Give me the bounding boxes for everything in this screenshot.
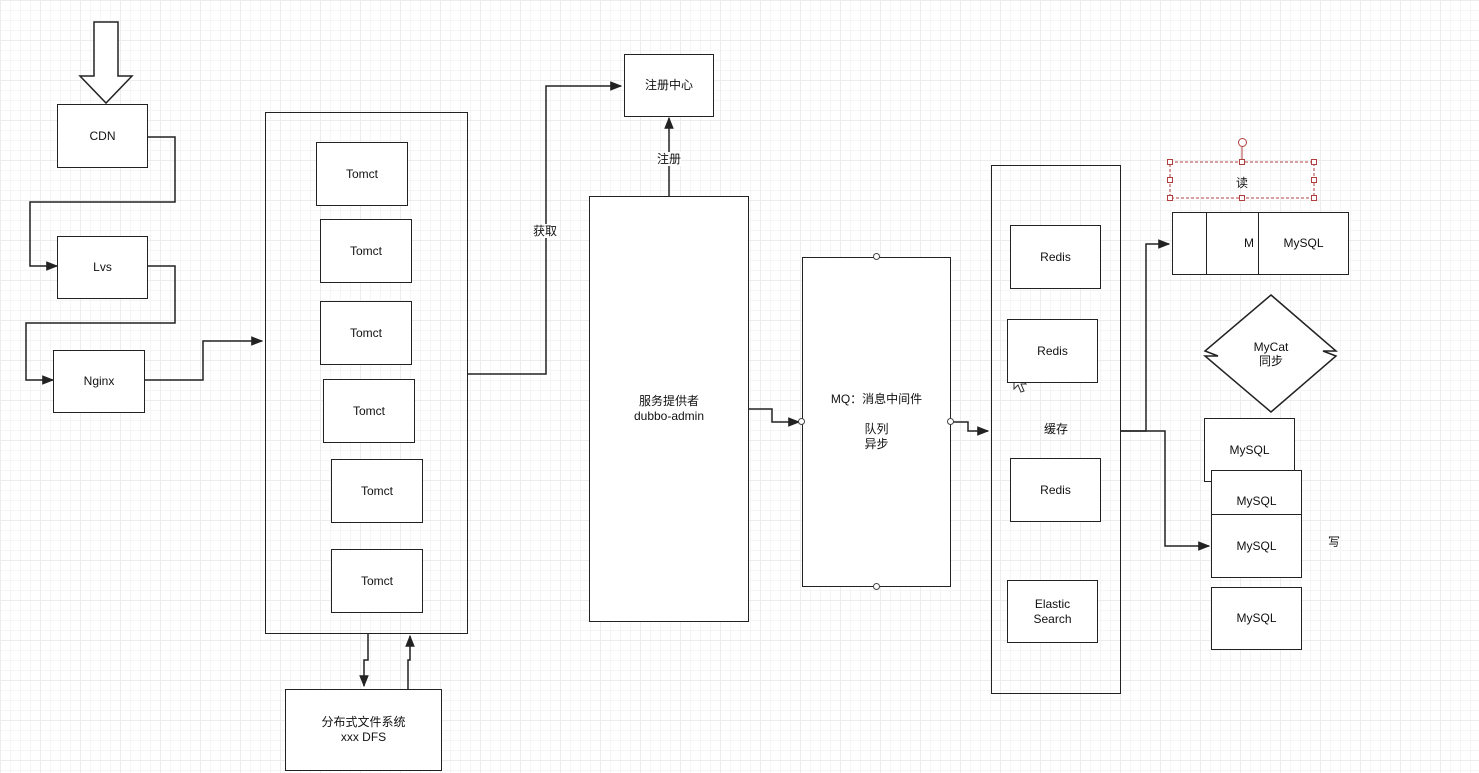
lvs-node[interactable]: Lvs xyxy=(57,236,148,299)
tomcat-node-1[interactable]: Tomct xyxy=(316,142,408,206)
provider-node[interactable]: 服务提供者 dubbo-admin xyxy=(589,196,749,622)
tomcat-node-3[interactable]: Tomct xyxy=(320,301,412,365)
resize-handle-nw[interactable] xyxy=(1167,159,1173,165)
mq-connection-point-left xyxy=(798,418,805,425)
read-label[interactable]: 读 xyxy=(1236,176,1249,190)
cdn-node[interactable]: CDN xyxy=(57,104,148,168)
resize-handle-sw[interactable] xyxy=(1167,195,1173,201)
mysql-top-node[interactable]: MySQL xyxy=(1258,212,1349,275)
edge-label-fetch: 获取 xyxy=(533,224,558,238)
tomcat-node-2[interactable]: Tomct xyxy=(320,219,412,283)
edge-cache-read xyxy=(1121,239,1171,432)
resize-handle-w[interactable] xyxy=(1167,177,1173,183)
edge-cache-write xyxy=(1121,430,1211,551)
mysql-node-3[interactable]: MySQL xyxy=(1211,514,1302,578)
elasticsearch-node[interactable]: Elastic Search xyxy=(1007,580,1098,643)
tomcat-cluster-container[interactable] xyxy=(265,112,468,634)
cache-container[interactable]: 缓存 xyxy=(991,165,1121,694)
nginx-node[interactable]: Nginx xyxy=(53,350,145,413)
dfs-node[interactable]: 分布式文件系统 xxx DFS xyxy=(285,689,442,771)
mysql-node-4[interactable]: MySQL xyxy=(1211,587,1302,650)
mysql-master-2[interactable]: M xyxy=(1206,212,1263,275)
mq-node[interactable]: MQ：消息中间件 队列 异步 xyxy=(802,257,951,587)
mq-connection-point-top xyxy=(873,253,880,260)
edge-provider-mq xyxy=(749,408,801,427)
tomcat-node-5[interactable]: Tomct xyxy=(331,459,423,523)
tomcat-node-6[interactable]: Tomct xyxy=(331,549,423,613)
edge-cluster-dfs xyxy=(359,633,369,688)
mycat-label: MyCat 同步 xyxy=(1253,340,1289,368)
edge-nginx-cluster xyxy=(145,336,264,381)
redis-node-1[interactable]: Redis xyxy=(1010,225,1101,289)
edge-dfs-cluster xyxy=(405,634,415,689)
tomcat-node-4[interactable]: Tomct xyxy=(323,379,415,443)
redis-node-3[interactable]: Redis xyxy=(1010,458,1101,522)
rotate-handle[interactable] xyxy=(1238,138,1247,147)
edge-mq-cache xyxy=(951,421,990,436)
input-arrow xyxy=(78,21,134,105)
write-label: 写 xyxy=(1328,535,1341,549)
registry-node[interactable]: 注册中心 xyxy=(624,54,714,117)
mq-connection-point-bottom xyxy=(873,583,880,590)
mq-connection-point-right xyxy=(947,418,954,425)
edge-label-register: 注册 xyxy=(657,152,682,166)
resize-handle-s[interactable] xyxy=(1239,195,1245,201)
resize-handle-n[interactable] xyxy=(1239,159,1245,165)
redis-node-2[interactable]: Redis xyxy=(1007,319,1098,383)
resize-handle-ne[interactable] xyxy=(1311,159,1317,165)
resize-handle-e[interactable] xyxy=(1311,177,1317,183)
resize-handle-se[interactable] xyxy=(1311,195,1317,201)
